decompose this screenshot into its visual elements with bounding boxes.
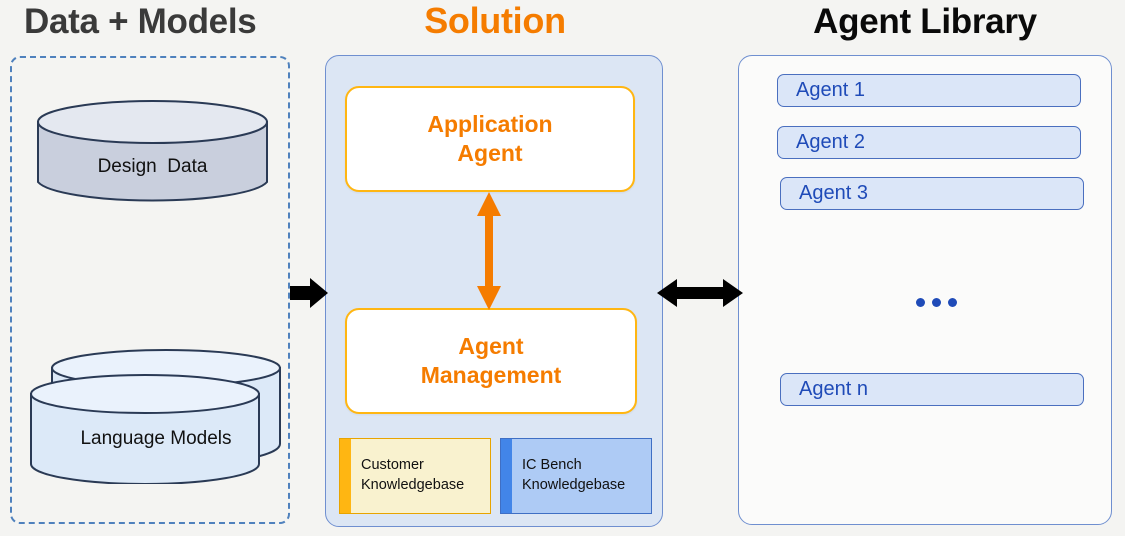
box-agent-management-line1: Agent xyxy=(458,333,524,360)
arrow-data-models-to-solution xyxy=(288,275,330,311)
double-arrow-horizontal-icon xyxy=(657,279,743,307)
box-application-agent-text: Application Agent xyxy=(427,110,552,168)
ellipsis-dot xyxy=(916,298,925,307)
cylinder-label-language-models: Language Models xyxy=(80,428,232,449)
list-item-agent-n[interactable]: Agent n xyxy=(780,373,1084,406)
column-title-data-models: Data + Models xyxy=(24,2,257,41)
list-item-agent-2[interactable]: Agent 2 xyxy=(777,126,1081,159)
box-agent-management-text: Agent Management xyxy=(421,332,562,390)
agent-2-label: Agent 2 xyxy=(796,131,865,153)
box-application-agent-line1: Application xyxy=(427,111,553,138)
customer-knowledgebase-label: Customer Knowledgebase xyxy=(361,457,465,493)
agent-1-label: Agent 1 xyxy=(796,79,865,101)
cylinder-language-models: Language Models xyxy=(28,348,284,484)
box-application-agent[interactable]: Application Agent xyxy=(345,86,635,192)
ic-bench-knowledgebase-accent-bar xyxy=(501,439,512,513)
agent-3-label: Agent 3 xyxy=(799,182,868,204)
customer-knowledgebase-accent-bar xyxy=(340,439,351,513)
card-ic-bench-knowledgebase[interactable]: IC Bench Knowledgebase xyxy=(500,438,652,514)
list-item-agent-3[interactable]: Agent 3 xyxy=(780,177,1084,210)
ellipsis-dot xyxy=(948,298,957,307)
cylinder-label-design-data: Design Data xyxy=(97,156,208,177)
box-application-agent-line2: Agent xyxy=(457,140,523,166)
cylinder-design-data: Design Data xyxy=(35,98,270,206)
agent-n-label: Agent n xyxy=(799,378,868,400)
ellipsis-dot xyxy=(932,298,941,307)
card-customer-knowledgebase[interactable]: Customer Knowledgebase xyxy=(339,438,491,514)
arrow-solution-to-agent-library xyxy=(655,274,745,312)
double-arrow-vertical-icon xyxy=(477,192,501,310)
panel-data-models xyxy=(10,56,290,524)
arrow-right-icon xyxy=(290,278,328,308)
ic-bench-knowledgebase-label: IC Bench Knowledgebase xyxy=(522,457,626,493)
list-item-agent-1[interactable]: Agent 1 xyxy=(777,74,1081,107)
column-title-solution: Solution xyxy=(424,0,566,41)
stacked-database-cylinder-icon xyxy=(30,349,281,484)
column-title-agent-library: Agent Library xyxy=(813,2,1037,41)
database-cylinder-icon xyxy=(37,100,268,202)
arrow-application-agent-to-agent-management xyxy=(472,190,506,312)
box-agent-management-line2: Management xyxy=(420,362,562,388)
box-agent-management[interactable]: Agent Management xyxy=(345,308,637,414)
agent-library-ellipsis-icon xyxy=(916,298,957,307)
